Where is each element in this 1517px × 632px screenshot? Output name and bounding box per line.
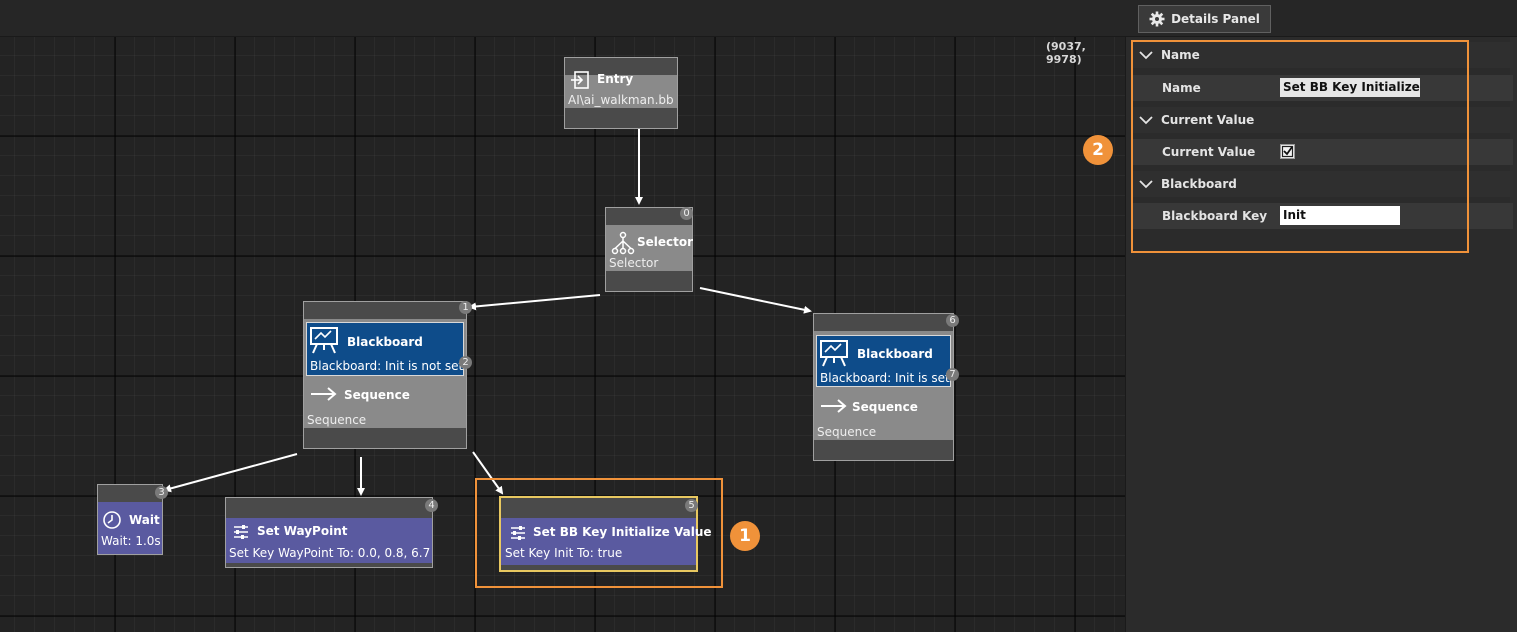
edge-seq-wait xyxy=(163,453,298,493)
blackboard-key-field-row: Blackboard Key Init xyxy=(1133,203,1513,229)
node-index-badge: 3 xyxy=(155,486,168,499)
node-title: Entry xyxy=(597,72,634,86)
decorator-title: Blackboard xyxy=(347,335,423,349)
field-label: Current Value xyxy=(1162,145,1256,159)
node-header xyxy=(98,485,162,502)
blackboard-icon xyxy=(310,327,338,354)
chevron-down-icon xyxy=(1139,116,1153,125)
edge-selector-left xyxy=(468,294,601,311)
details-panel-label: Details Panel xyxy=(1171,12,1260,26)
clock-icon xyxy=(103,511,121,529)
graph-canvas[interactable]: (9037, 9978) Entry AI\ai_walkman. xyxy=(0,37,1125,632)
cursor-coordinates: (9037, 9978) xyxy=(1046,40,1086,66)
edge-selector-right xyxy=(699,287,812,314)
section-name-header[interactable]: Name xyxy=(1133,42,1513,68)
field-label: Blackboard Key xyxy=(1162,209,1268,223)
left-blackboard-sequence-node[interactable]: 1 Blackboard Blackboard: Init is not set… xyxy=(303,301,472,449)
node-index-badge: 4 xyxy=(425,499,438,512)
callout-highlight-1 xyxy=(475,478,723,588)
current-value-field-row: Current Value xyxy=(1133,139,1513,165)
decorator-index-badge: 2 xyxy=(459,356,472,369)
arrow-right-icon xyxy=(311,387,337,401)
callout-highlight-2 xyxy=(1131,40,1469,253)
node-footer xyxy=(606,271,692,291)
node-subtitle: Selector xyxy=(609,256,659,270)
section-title: Blackboard xyxy=(1161,177,1237,191)
node-title: Set WayPoint xyxy=(257,524,348,538)
node-title: Selector xyxy=(637,235,694,249)
sequence-subtitle: Sequence xyxy=(307,413,367,427)
node-header xyxy=(814,314,953,331)
edge-layer xyxy=(163,129,812,496)
node-subtitle: Set Key WayPoint To: 0.0, 0.8, 6.7 xyxy=(229,546,431,560)
selector-icon xyxy=(611,231,635,255)
node-header xyxy=(226,498,432,518)
node-index-badge: 5 xyxy=(685,499,698,512)
gear-icon xyxy=(1149,11,1165,27)
section-title: Current Value xyxy=(1161,113,1255,127)
node-title: Wait xyxy=(129,513,160,527)
current-value-checkbox[interactable] xyxy=(1280,144,1295,159)
arrow-right-icon xyxy=(821,399,847,413)
details-properties: Name Name Set BB Key Initialize V Curren… xyxy=(1133,40,1513,252)
node-index-badge: 6 xyxy=(946,314,959,327)
selector-node[interactable]: 0 Selector Selector xyxy=(605,207,693,292)
entry-icon xyxy=(571,71,589,89)
node-footer xyxy=(814,440,953,460)
node-header xyxy=(304,302,466,319)
node-index-badge: 0 xyxy=(680,207,693,220)
right-blackboard-sequence-node[interactable]: 6 Blackboard Blackboard: Init is set 7 S… xyxy=(813,313,959,461)
node-footer xyxy=(226,563,432,567)
blackboard-decorator[interactable]: Blackboard Blackboard: Init is not set xyxy=(306,322,464,376)
node-footer xyxy=(565,108,677,128)
top-toolbar xyxy=(0,0,1517,37)
name-field-row: Name Set BB Key Initialize V xyxy=(1133,75,1513,101)
entry-node[interactable]: Entry AI\ai_walkman.bb xyxy=(564,57,678,129)
decorator-subtitle: Blackboard: Init is set xyxy=(820,371,950,385)
sliders-icon xyxy=(511,526,525,540)
section-blackboard-header[interactable]: Blackboard xyxy=(1133,171,1513,197)
sliders-icon xyxy=(234,525,248,539)
chevron-down-icon xyxy=(1139,51,1153,60)
node-header xyxy=(565,58,677,75)
node-title: Set BB Key Initialize Value xyxy=(533,525,712,539)
details-panel-button[interactable]: Details Panel xyxy=(1138,5,1271,33)
blackboard-decorator[interactable]: Blackboard Blackboard: Init is set xyxy=(816,335,951,387)
node-header xyxy=(501,498,696,518)
section-title: Name xyxy=(1161,48,1200,62)
set-waypoint-node[interactable]: 4 Set WayPoint Set Key WayPoint To: 0.0,… xyxy=(225,497,438,568)
node-footer xyxy=(304,428,466,448)
name-input[interactable]: Set BB Key Initialize V xyxy=(1280,78,1420,97)
sequence-title: Sequence xyxy=(852,400,918,414)
set-bb-key-node[interactable]: 5 Set BB Key Initialize Value Set Key In… xyxy=(499,496,712,572)
wait-node[interactable]: 3 Wait Wait: 1.0s xyxy=(97,484,168,555)
step-badge-1: 1 xyxy=(730,521,760,551)
panel-scrollbar[interactable] xyxy=(1510,37,1517,632)
blackboard-icon xyxy=(820,340,848,367)
node-subtitle: Wait: 1.0s xyxy=(101,534,161,548)
decorator-index-badge: 7 xyxy=(946,368,959,381)
node-footer xyxy=(501,565,696,570)
decorator-title: Blackboard xyxy=(857,347,933,361)
sequence-title: Sequence xyxy=(344,388,410,402)
section-current-value-header[interactable]: Current Value xyxy=(1133,107,1513,133)
blackboard-key-input[interactable]: Init xyxy=(1280,206,1400,225)
edge-seq-setbb xyxy=(472,451,504,495)
node-subtitle: Set Key Init To: true xyxy=(505,546,623,560)
decorator-subtitle: Blackboard: Init is not set xyxy=(310,359,464,373)
node-index-badge: 1 xyxy=(459,301,472,314)
field-label: Name xyxy=(1162,81,1201,95)
checkmark-icon xyxy=(1281,145,1294,158)
node-subtitle: AI\ai_walkman.bb xyxy=(568,93,674,107)
details-panel-area xyxy=(1125,37,1517,632)
node-header xyxy=(606,208,692,225)
sequence-subtitle: Sequence xyxy=(817,425,877,439)
chevron-down-icon xyxy=(1139,180,1153,189)
step-badge-2: 2 xyxy=(1083,135,1113,165)
